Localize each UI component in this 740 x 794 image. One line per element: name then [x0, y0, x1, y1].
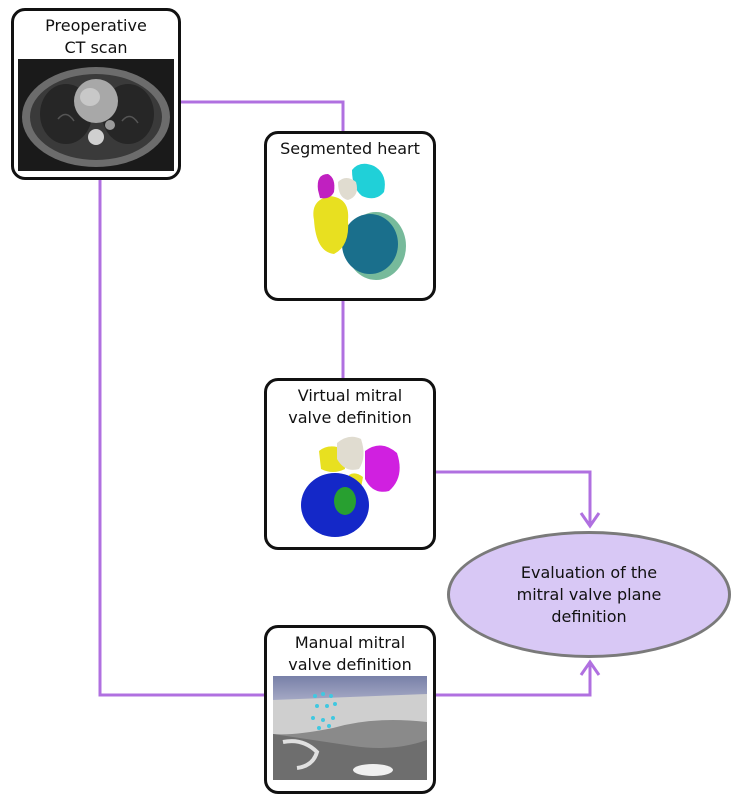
virtual-definition-node: Virtual mitral valve definition: [264, 378, 436, 550]
ct-scan-node: Preoperative CT scan: [11, 8, 181, 180]
manual-definition-node: Manual mitral valve definition: [264, 625, 436, 794]
edge-manual-to-evaluation: [436, 662, 592, 697]
segmented-heart-label: Segmented heart: [280, 139, 420, 158]
segmented-heart-node: Segmented heart: [264, 131, 436, 301]
virtual-definition-label: Virtual mitral valve definition: [288, 386, 412, 427]
manual-definition-image: [273, 676, 427, 780]
arrowhead-bottom: [579, 659, 601, 676]
ct-scan-label: Preoperative CT scan: [45, 16, 147, 57]
edge-virtual-to-evaluation: [436, 470, 592, 525]
manual-definition-label: Manual mitral valve definition: [288, 633, 412, 674]
edge-ct-to-segmented: [181, 100, 345, 131]
ct-scan-image: [18, 59, 174, 171]
arrowhead-top: [579, 512, 601, 529]
evaluation-node: Evaluation of the mitral valve plane def…: [447, 531, 731, 658]
evaluation-label: Evaluation of the mitral valve plane def…: [516, 562, 662, 626]
edge-ct-to-manual: [98, 180, 264, 697]
virtual-definition-image: [301, 436, 400, 537]
segmented-heart-image: [313, 163, 406, 280]
